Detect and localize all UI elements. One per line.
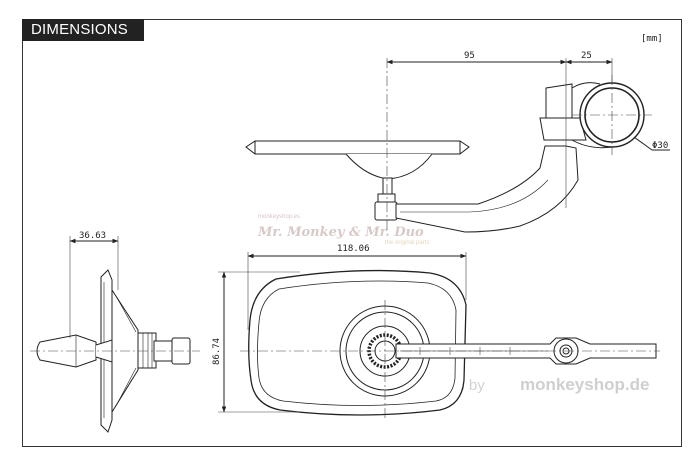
dim-diameter-label: Φ30 <box>652 141 668 151</box>
dim-25-label: 25 <box>581 51 592 61</box>
dim-118-06-label: 118.06 <box>337 244 370 254</box>
watermark-tagline: the original parts <box>385 240 429 246</box>
dim-86-74-label: 86.74 <box>212 338 222 365</box>
watermark-site-small: monkeyshop.es <box>258 214 300 220</box>
dim-36-63-label: 36.63 <box>79 231 106 241</box>
watermark: monkeyshop.es Mr. Monkey & Mr. Duo the o… <box>257 214 649 394</box>
dim-95-label: 95 <box>464 51 475 61</box>
dimensions-title: DIMENSIONS <box>22 19 144 41</box>
profile-view-drawing <box>30 236 200 433</box>
units-label: [mm] <box>641 34 663 44</box>
drawing-frame <box>22 19 682 447</box>
watermark-presented-site: monkeyshop.de <box>520 375 649 394</box>
watermark-brand: Mr. Monkey & Mr. Duo <box>257 225 424 240</box>
side-view-drawing <box>245 58 670 233</box>
front-view-drawing <box>218 252 660 420</box>
